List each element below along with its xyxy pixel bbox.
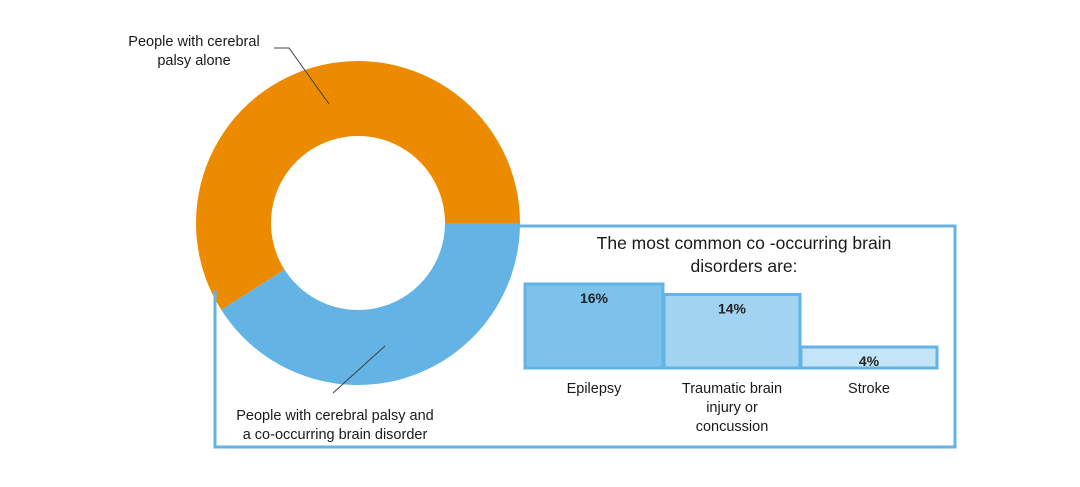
bar-traumatic-brain-injury — [662, 293, 802, 370]
detail-box-outline — [213, 224, 957, 449]
bar-stroke-category-label: Stroke — [848, 381, 890, 397]
bar-epilepsy-value-label: 16% — [580, 290, 609, 306]
bar-stroke — [799, 345, 939, 370]
bar-epilepsy — [523, 282, 665, 370]
donut-slice-cp-alone — [195, 61, 520, 310]
donut-slice-cp-with-disorder — [221, 223, 520, 385]
leader-line-cp-alone — [274, 47, 330, 105]
bar-stroke-value-label: 4% — [859, 353, 880, 369]
bar-traumatic-brain-injury-value-label: 14% — [718, 301, 747, 317]
bar-epilepsy-category-label: Epilepsy — [567, 381, 623, 397]
leader-line-cp-with-disorder — [332, 345, 386, 394]
